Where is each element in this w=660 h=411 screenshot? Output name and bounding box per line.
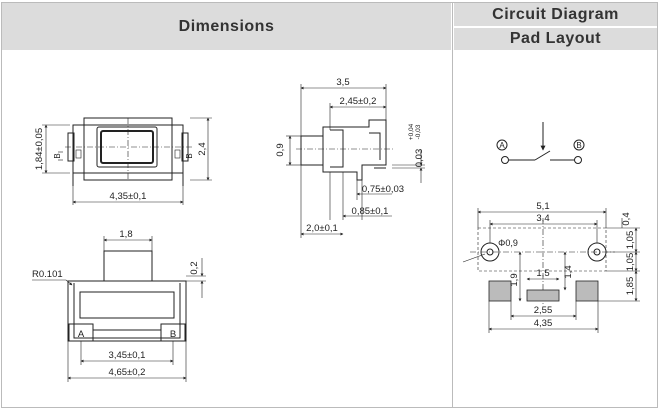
side-d1-dim: 0,75±0,03 bbox=[362, 184, 404, 195]
pad-layout-header: Pad Layout bbox=[454, 28, 657, 50]
pad-span-dim: 2,55 bbox=[534, 305, 553, 316]
switch-symbol bbox=[496, 122, 585, 164]
bottom-actuator-dim: 1,8 bbox=[119, 229, 132, 240]
top-view-drawing bbox=[42, 117, 212, 205]
side-d2-dim: 0,85±0,1 bbox=[352, 206, 389, 217]
bottom-pitch-dim: 3,45±0,1 bbox=[109, 350, 146, 361]
top-pin-label-left: B bbox=[53, 153, 62, 158]
circuit-terminal-b: B bbox=[576, 141, 581, 150]
side-plate-tol-lower: -0,03 bbox=[415, 124, 422, 139]
top-width-dim: 4,35±0,1 bbox=[110, 191, 147, 202]
side-d3-dim: 2,0±0,1 bbox=[306, 223, 338, 234]
side-plate-tol-upper: +0,04 bbox=[408, 123, 415, 140]
side-body-dim: 2,45±0,2 bbox=[340, 96, 377, 107]
pad-layout-drawing bbox=[462, 208, 640, 333]
dimensions-header: Dimensions bbox=[2, 3, 451, 50]
pad-total-dim: 4,35 bbox=[534, 318, 553, 329]
top-height-left-dim: 1,84±0,05 bbox=[34, 128, 45, 170]
pad-hole-dim: Φ0,9 bbox=[498, 238, 518, 248]
bottom-pin-a: A bbox=[78, 329, 85, 340]
top-height-right-dim: 2,4 bbox=[197, 142, 208, 155]
bottom-radius-note: R0.101 bbox=[32, 269, 63, 280]
pad-center-height-dim: 1,4 bbox=[563, 265, 574, 278]
bottom-thickness-dim: 0,2 bbox=[189, 261, 200, 274]
bottom-pin-b: B bbox=[170, 329, 176, 340]
column-divider bbox=[452, 2, 453, 408]
pad-inner-dim: 3,4 bbox=[536, 213, 549, 224]
pad-right-top-dim: 0,4 bbox=[621, 212, 632, 225]
bottom-width-dim: 4,65±0,2 bbox=[109, 367, 146, 378]
circuit-diagram-header: Circuit Diagram bbox=[454, 3, 657, 26]
circuit-terminal-a: A bbox=[499, 141, 505, 150]
side-total-dim: 3,5 bbox=[336, 77, 349, 88]
top-pin-label-right: B bbox=[185, 153, 194, 158]
pad-right-low-dim: 1,05 bbox=[625, 253, 636, 272]
pad-right-mid-dim: 1,05 bbox=[625, 231, 636, 250]
side-lead-dim: 0,9 bbox=[275, 143, 286, 156]
side-view-drawing bbox=[286, 84, 425, 238]
side-plate-dim: 0,03 bbox=[414, 149, 425, 168]
pad-overall-dim: 5,1 bbox=[536, 201, 549, 212]
pad-right-bottom-dim: 1,85 bbox=[625, 277, 636, 296]
pad-center-width-dim: 1,5 bbox=[536, 268, 549, 279]
bottom-view-drawing bbox=[32, 236, 206, 382]
pad-left-height-dim: 1,9 bbox=[509, 273, 520, 286]
